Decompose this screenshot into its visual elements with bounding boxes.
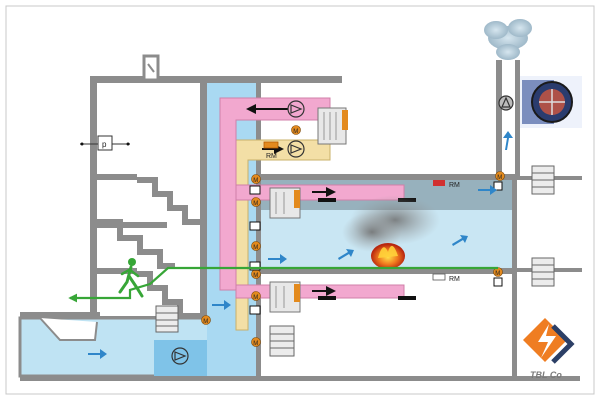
svg-text:M: M bbox=[293, 129, 298, 135]
fan-icon bbox=[287, 100, 305, 118]
air-handling-unit-top bbox=[317, 107, 348, 145]
damper-icon: M bbox=[251, 337, 261, 347]
fan-icon bbox=[287, 140, 305, 158]
svg-text:M: M bbox=[253, 201, 258, 207]
outlet-bar-4 bbox=[398, 296, 416, 300]
ground-line bbox=[20, 376, 580, 381]
fire-icon bbox=[371, 243, 405, 269]
damper-icon: M bbox=[201, 315, 211, 325]
radiator-icon bbox=[269, 325, 295, 357]
smoke-detector-icon bbox=[433, 180, 445, 186]
damper-icon: M bbox=[251, 197, 261, 207]
staircase bbox=[97, 177, 200, 319]
damper-icon: M bbox=[251, 269, 261, 279]
rm-label-right-top: RM bbox=[449, 182, 460, 189]
pump-icon bbox=[171, 347, 189, 365]
damper-boxes bbox=[249, 181, 503, 315]
air-handling-unit-low bbox=[269, 281, 301, 313]
svg-text:M: M bbox=[253, 295, 258, 301]
svg-text:M: M bbox=[253, 178, 258, 184]
escape-route bbox=[68, 266, 498, 303]
damper-icon: M bbox=[251, 241, 261, 251]
svg-text:M: M bbox=[497, 175, 502, 181]
pressure-sensor-icon: p bbox=[80, 135, 130, 151]
outer-frame bbox=[5, 5, 595, 395]
logo-icon bbox=[523, 318, 575, 364]
damper-icon: M bbox=[495, 171, 505, 181]
outlet-bar-1 bbox=[318, 198, 336, 202]
svg-text:M: M bbox=[253, 341, 258, 347]
fan-icon bbox=[498, 95, 514, 111]
smoke-detector-icon bbox=[263, 141, 279, 149]
damper-icon: M bbox=[251, 174, 261, 184]
damper-icon: M bbox=[251, 291, 261, 301]
damper-icon: M bbox=[291, 125, 301, 135]
svg-text:M: M bbox=[253, 245, 258, 251]
svg-text:M: M bbox=[203, 319, 208, 325]
watermark-text: TBL Co bbox=[530, 370, 562, 380]
smoke-detector-icon bbox=[432, 273, 446, 281]
air-handling-unit-mid bbox=[269, 187, 301, 219]
svg-text:M: M bbox=[253, 273, 258, 279]
radiator-icon bbox=[531, 165, 555, 195]
chimney-smoke bbox=[484, 19, 532, 60]
svg-text:M: M bbox=[495, 271, 500, 277]
outlet-bar-3 bbox=[318, 296, 336, 300]
airflow-arrows bbox=[88, 131, 513, 359]
svg-text:p: p bbox=[102, 140, 107, 149]
rm-label-top: RM bbox=[266, 153, 277, 160]
rm-label-right-bottom: RM bbox=[449, 276, 460, 283]
running-person-icon bbox=[118, 258, 144, 298]
radiator-icon bbox=[531, 257, 555, 287]
smoke-fan-photo bbox=[520, 76, 582, 128]
radiator-icon bbox=[155, 305, 179, 333]
